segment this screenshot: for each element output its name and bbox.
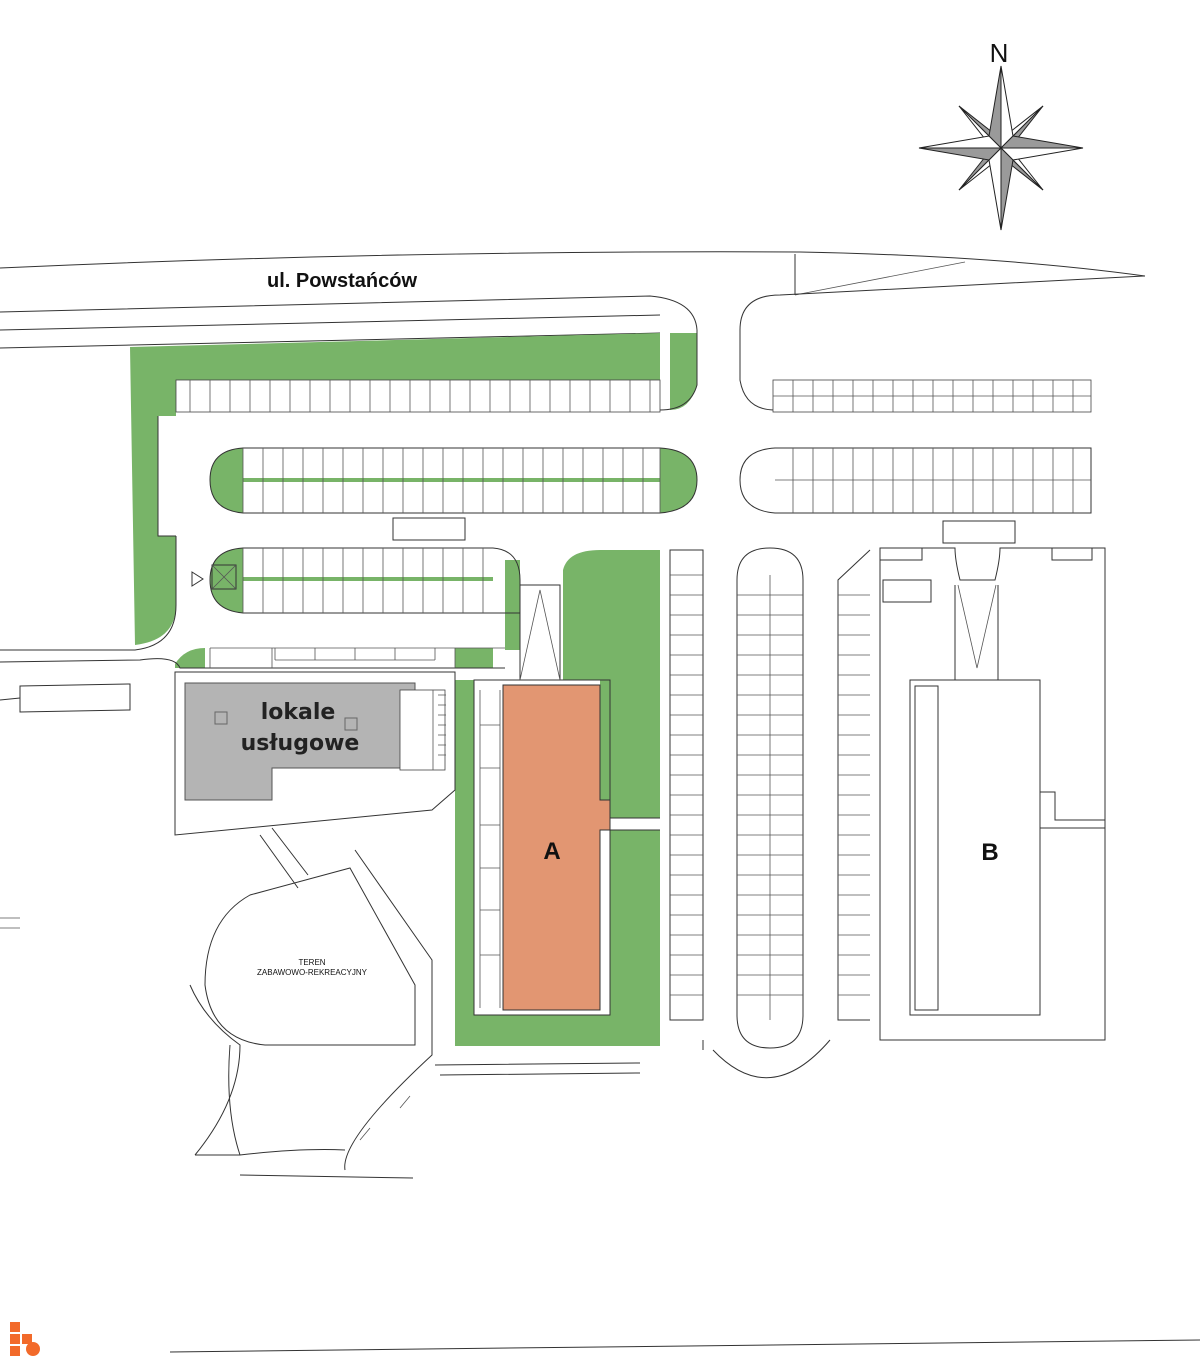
building-b-label: B <box>981 839 998 866</box>
parking-columns <box>669 547 871 1079</box>
service-label-line2: usługowe <box>241 731 360 756</box>
compass-rose-icon: N <box>918 38 1084 231</box>
play-area-label-line2: ZABAWOWO-REKREACYJNY <box>257 968 368 977</box>
bottom-rule <box>169 1339 1200 1353</box>
compass-north-label: N <box>990 38 1009 68</box>
building-b <box>879 547 1106 1041</box>
play-area-label-line1: TEREN <box>298 958 325 967</box>
building-a-label: A <box>543 838 560 865</box>
parking-island-3 <box>191 547 521 614</box>
greenery <box>130 333 697 1046</box>
play-area <box>0 827 641 1179</box>
parking-island-1 <box>175 379 661 413</box>
parking-island-2 <box>209 447 698 514</box>
building-a <box>473 584 660 1016</box>
service-label-line1: lokale <box>261 700 336 725</box>
street-label: ul. Powstańców <box>267 270 417 292</box>
parking-island-east-2 <box>739 447 1092 514</box>
street <box>0 251 1146 349</box>
parking-island-east-1 <box>772 379 1092 413</box>
brand-logo-icon <box>10 1322 40 1356</box>
parking-roads <box>0 275 1146 713</box>
service-building <box>174 647 505 836</box>
